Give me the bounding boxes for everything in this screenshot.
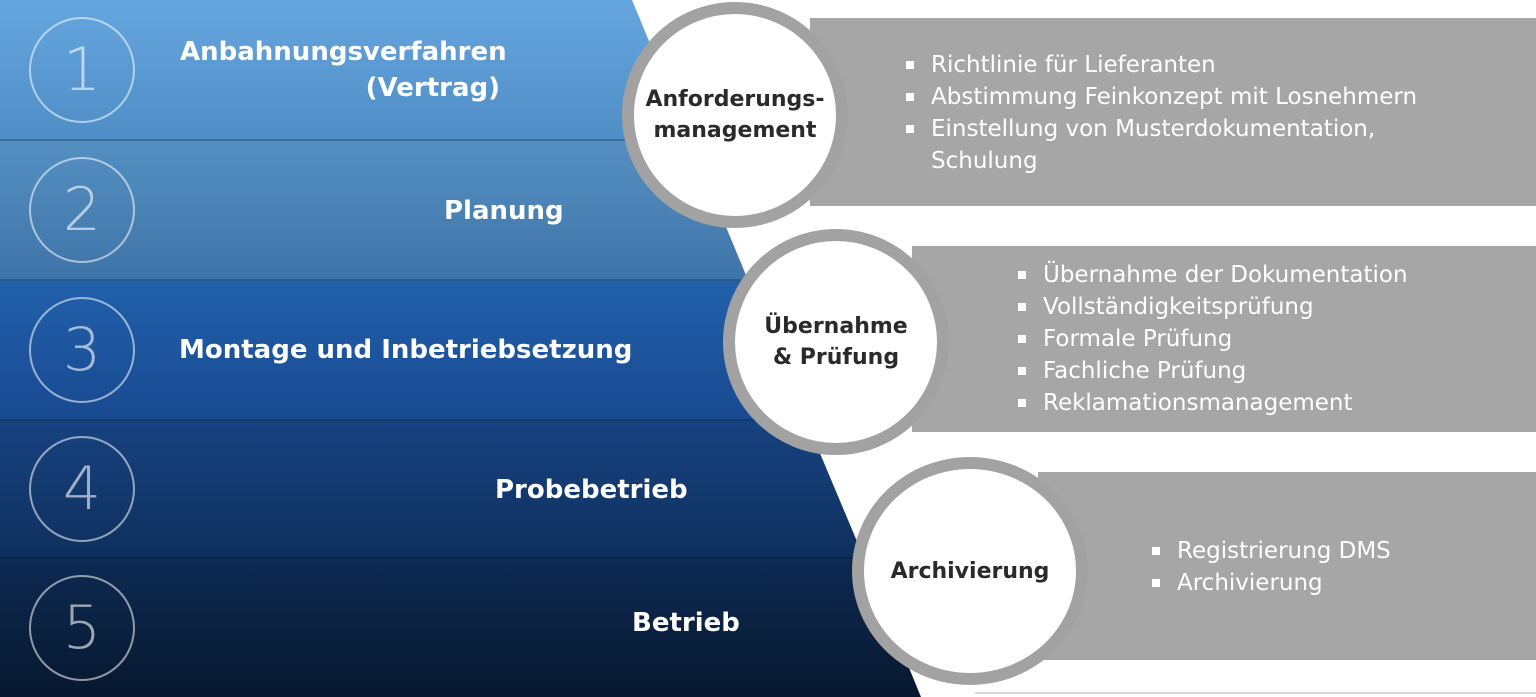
list-item: Formale Prüfung xyxy=(1016,323,1456,355)
process-panel-2 xyxy=(912,246,1536,432)
phase-title-3: Montage und Inbetriebsetzung xyxy=(179,335,633,365)
list-item: Richtlinie für Lieferanten xyxy=(904,49,1444,81)
process-step-requirements: Anforderungs- management xyxy=(622,2,848,228)
phase-band-3 xyxy=(0,280,806,420)
phase-number-5: 5 xyxy=(29,575,135,681)
phase-band-5 xyxy=(0,558,921,697)
process-panel-1 xyxy=(810,18,1536,206)
phase-title-1: Anbahnungsverfahren (Vertrag) xyxy=(180,37,507,103)
process-panel-3 xyxy=(1038,472,1536,660)
list-item: Reklamationsmanagement xyxy=(1016,387,1456,419)
process-step-label: Archivierung xyxy=(890,558,1050,584)
phase-number-4: 4 xyxy=(29,436,135,542)
list-item: Archivierung xyxy=(1150,567,1480,599)
bullet-list-requirements: Richtlinie für Lieferanten Abstimmung Fe… xyxy=(904,49,1444,177)
process-step-label: Anforderungs- management xyxy=(645,87,825,143)
list-item: Vollständigkeitsprüfung xyxy=(1016,291,1456,323)
list-item: Einstellung von Musterdokumentation, Sch… xyxy=(904,113,1401,177)
process-step-label: Übernahme & Prüfung xyxy=(764,314,908,370)
phase-title-5: Betrieb xyxy=(632,608,740,638)
process-step-archiving: Archivierung xyxy=(852,457,1088,685)
bullet-list-acceptance: Übernahme der Dokumentation Vollständigk… xyxy=(1016,259,1456,419)
list-item: Abstimmung Feinkonzept mit Losnehmern xyxy=(904,81,1444,113)
phase-number-3: 3 xyxy=(29,297,135,403)
list-item: Übernahme der Dokumentation xyxy=(1016,259,1456,291)
phase-title-2: Planung xyxy=(444,196,564,226)
phase-band-1 xyxy=(0,0,690,140)
list-item: Fachliche Prüfung xyxy=(1016,355,1456,387)
phase-title-4: Probebetrieb xyxy=(495,475,688,505)
phase-number-2: 2 xyxy=(29,157,135,263)
phase-band-2 xyxy=(0,140,748,280)
phase-number-1: 1 xyxy=(29,17,135,123)
phase-band-4 xyxy=(0,420,864,558)
list-item: Registrierung DMS xyxy=(1150,535,1480,567)
bullet-list-archiving: Registrierung DMS Archivierung xyxy=(1150,535,1480,599)
process-step-acceptance: Übernahme & Prüfung xyxy=(723,229,949,455)
